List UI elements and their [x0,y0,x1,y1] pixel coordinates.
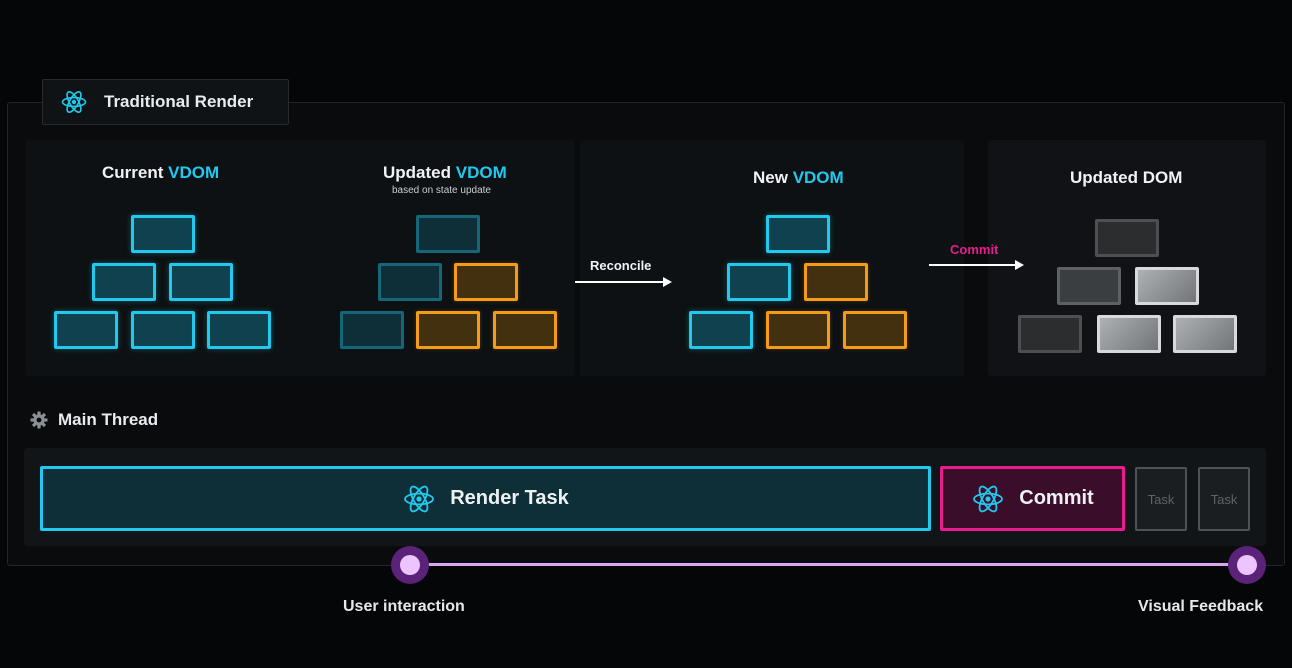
gear-icon [30,411,48,429]
vdom-node [378,263,442,301]
vdom-node [131,311,195,349]
vdom-node-changed [493,311,557,349]
render-task-label: Render Task [450,487,569,509]
header-title: Traditional Render [104,92,254,111]
updated-dom-title: Updated DOM [1070,168,1183,187]
task-block: Task [1135,467,1187,531]
reconcile-label: Reconcile [590,258,652,273]
user-interaction-label: User interaction [343,598,465,615]
render-task-block: Render Task [40,466,931,531]
react-atom-icon [971,482,1005,516]
vdom-node [766,215,830,253]
vdom-node [169,263,233,301]
commit-task-label: Commit [1019,487,1094,509]
dom-node-updated [1097,315,1161,353]
timeline-end-dot [1228,546,1266,584]
current-vdom-title: Current VDOM [102,163,220,182]
task-block: Task [1198,467,1250,531]
commit-arrow [929,260,1024,270]
dom-node [1018,315,1082,353]
updated-vdom-subtitle: based on state update [392,185,491,196]
vdom-node [727,263,791,301]
react-atom-icon [60,88,88,116]
vdom-node [340,311,404,349]
vdom-node [92,263,156,301]
vdom-node-changed [843,311,907,349]
vdom-node [689,311,753,349]
reconcile-arrow [575,277,672,287]
updated-vdom-title: Updated VDOM [383,163,507,182]
dom-node [1095,219,1159,257]
vdom-node-changed [804,263,868,301]
visual-feedback-label: Visual Feedback [1138,598,1264,615]
vdom-node-changed [766,311,830,349]
commit-arrow-label: Commit [950,242,999,257]
vdom-node [416,215,480,253]
react-atom-icon [402,482,436,516]
dom-node-updated [1173,315,1237,353]
vdom-node-changed [454,263,518,301]
dom-node-updated [1135,267,1199,305]
vdom-node [54,311,118,349]
header-tab: Traditional Render [42,79,289,125]
vdom-node [131,215,195,253]
main-thread-label: Main Thread [30,410,158,430]
commit-task-block: Commit [940,466,1125,531]
timeline-start-dot [391,546,429,584]
new-vdom-title: New VDOM [753,168,844,187]
dom-node [1057,267,1121,305]
vdom-node [207,311,271,349]
timeline-line [410,563,1248,566]
vdom-node-changed [416,311,480,349]
